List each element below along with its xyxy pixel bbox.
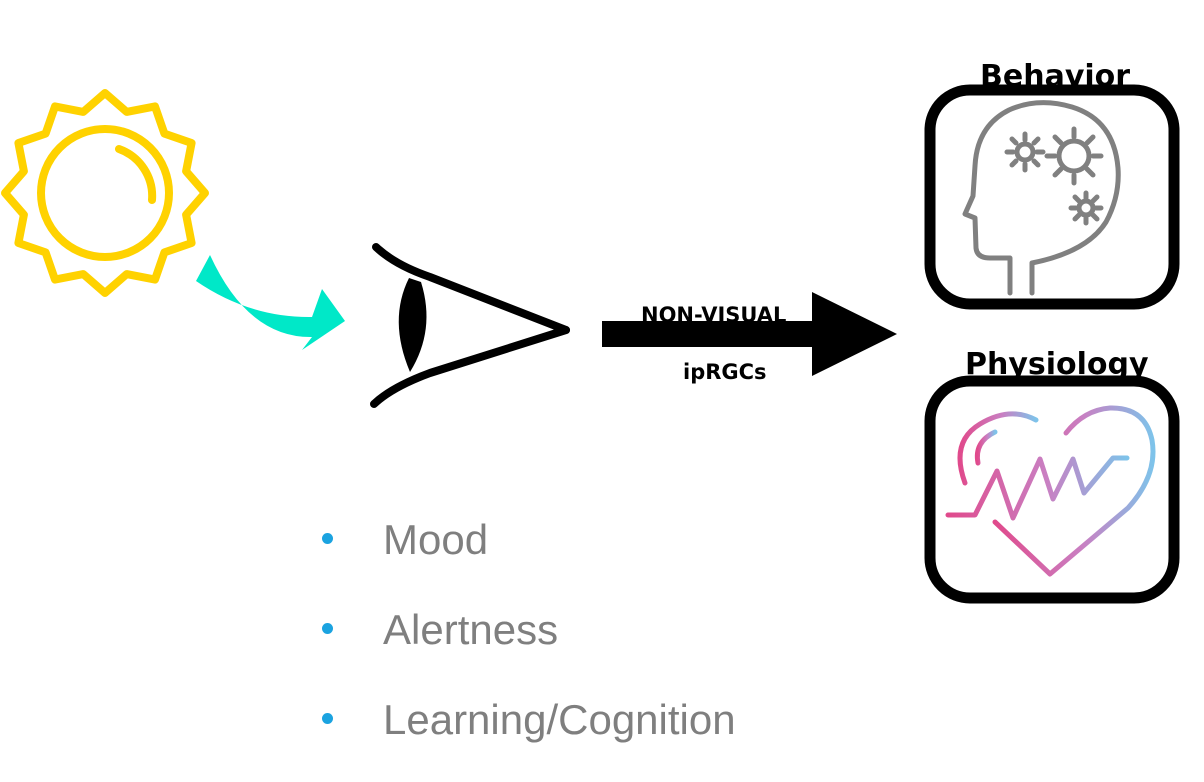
- curved-arrow-body: [196, 255, 345, 350]
- sun-rays: [1, 89, 209, 297]
- eye-icon: [370, 243, 570, 408]
- gear-lower-teeth: [1068, 190, 1104, 226]
- bullet-icon: [322, 623, 333, 635]
- gear-small-teeth: [1004, 131, 1046, 173]
- eye-iris: [398, 278, 427, 372]
- list-item: Alertness: [322, 602, 736, 692]
- list-item: Mood: [322, 512, 736, 602]
- behavior-box: [924, 84, 1180, 310]
- head-outline: [962, 100, 1121, 296]
- right-arrow-shaft: [602, 321, 817, 347]
- bullet-icon: [322, 533, 333, 545]
- curved-arrow-icon: [196, 255, 345, 350]
- gear-large-teeth: [1044, 126, 1104, 186]
- list-item-text: Mood: [383, 516, 489, 563]
- right-arrow-icon: [602, 292, 897, 376]
- effects-list: Mood Alertness Learning/Cognition: [322, 512, 736, 782]
- pathway-bottom-label: ipRGCs: [683, 360, 767, 384]
- gear-lower-ring: [1076, 198, 1096, 218]
- heart-pulse-icon: [945, 405, 1156, 577]
- eye-upper-lid: [372, 243, 570, 334]
- eye-lower-lid: [370, 326, 570, 408]
- list-item-text: Learning/Cognition: [383, 696, 736, 743]
- physiology-box: [924, 375, 1180, 604]
- pathway-top-label: NON-VISUAL: [641, 303, 787, 327]
- heart-inner-arc: [974, 429, 998, 466]
- list-item: Learning/Cognition: [322, 692, 736, 782]
- gear-large-ring: [1056, 138, 1092, 174]
- head-gears-icon: [962, 100, 1121, 296]
- physiology-label: Physiology: [965, 347, 1149, 382]
- behavior-label: Behavior: [980, 59, 1131, 94]
- pulse-line: [945, 455, 1130, 521]
- bullet-icon: [322, 713, 333, 725]
- sun-icon: [1, 89, 209, 297]
- gear-small-ring: [1014, 141, 1036, 163]
- heart-left-arc: [957, 411, 1039, 486]
- list-item-text: Alertness: [383, 606, 559, 653]
- diagram-canvas: [1, 84, 1180, 604]
- sun-highlight: [115, 145, 157, 204]
- sun-disc: [37, 125, 173, 261]
- behavior-box-frame: [924, 84, 1180, 310]
- right-arrow-head: [812, 292, 897, 376]
- heart-outline: [992, 405, 1156, 577]
